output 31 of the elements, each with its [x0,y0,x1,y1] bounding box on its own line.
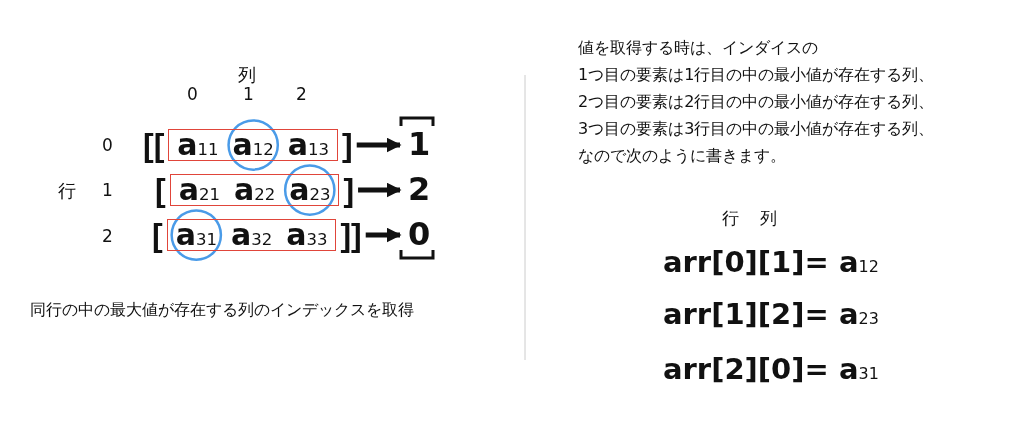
description-text: 値を取得する時は、インダイスの [578,40,818,56]
column-index: 2 [296,86,307,103]
result-index: 1 [408,128,431,160]
arrow [358,182,402,198]
axis-title: 列 [238,66,256,84]
description-text: 3つ目の要素は3行目の中の最小値が存在する列、 [578,121,935,137]
arrow [356,137,402,153]
note-text: 同行の中の最大値が存在する列のインデックスを取得 [30,302,414,318]
row-index: 2 [102,228,113,245]
bracket: ] [343,174,355,206]
matrix-row [152,217,362,253]
matrix-row [143,127,353,163]
row-index: 0 [102,137,113,154]
row-index: 1 [102,182,113,199]
axis-title: 行 [58,182,76,200]
description-text: 1つ目の要素は1行目の中の最小値が存在する列、 [578,67,935,83]
bracket: ] [342,129,353,161]
result-index: 2 [408,173,431,205]
arrow [365,227,402,243]
bracket: [[ [143,129,165,161]
column-index: 0 [187,86,198,103]
column-index: 1 [243,86,254,103]
header-text: 行 [722,210,739,227]
bracket: [ [152,219,163,251]
matrix-row [155,172,355,208]
bracket: [ [155,174,166,206]
header-text: 列 [760,210,777,227]
bracket: ]] [340,219,362,251]
description-text: 2つ目の要素は2行目の中の最小値が存在する列、 [578,94,935,110]
result-index: 0 [408,218,431,250]
description-text: なので次のように書きます。 [578,148,786,164]
